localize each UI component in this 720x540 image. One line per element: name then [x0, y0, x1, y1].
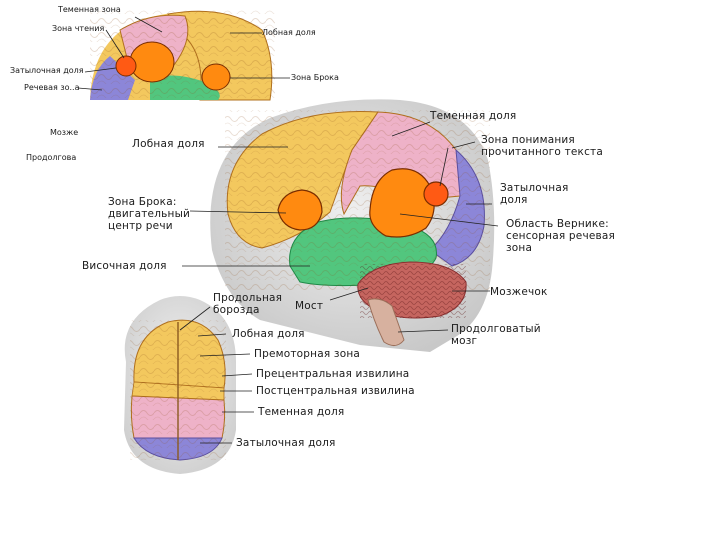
label-topview-precentral-gyrus: Прецентральная извилина [256, 368, 409, 380]
label-main-comprehension-zone-line1: Зона понимания [481, 134, 603, 146]
label-main-frontal-lobe: Лобная доля [132, 138, 205, 150]
label-topview-premotor-zone: Премоторная зона [254, 348, 360, 360]
main-reading-area [424, 182, 448, 206]
label-main-wernicke-line3: зона [506, 242, 615, 254]
label-main-parietal-lobe: Теменная доля [430, 110, 516, 122]
label-main-broca-line1: Зона Брока: [108, 196, 190, 208]
label-main-medulla: Продолговатый мозг [451, 323, 541, 347]
top-wernicke-region [130, 42, 174, 82]
label-main-wernicke-line1: Область Вернике: [506, 218, 615, 230]
label-main-comprehension-zone: Зона понимания прочитанного текста [481, 134, 603, 158]
label-top-occipital-lobe: Затылочная доля [10, 66, 84, 75]
label-topview-fissure-line2: борозда [213, 304, 282, 316]
label-topview-occipital-lobe: Затылочная доля [236, 437, 336, 449]
label-topview-fissure: Продольная борозда [213, 292, 282, 316]
top-view-brain-figure [124, 296, 254, 474]
label-main-wernicke-area: Область Вернике: сенсорная речевая зона [506, 218, 615, 254]
label-main-broca-line2: двигательный [108, 208, 190, 220]
top-reading-region [116, 56, 136, 76]
label-main-temporal-lobe: Височная доля [82, 260, 167, 272]
label-topview-parietal-lobe: Теменная доля [258, 406, 344, 418]
label-main-medulla-line2: мозг [451, 335, 541, 347]
top-brain-folds [90, 10, 275, 100]
label-top-speech-zone: Речевая зо..а [24, 83, 80, 92]
label-main-occipital-lobe: Затылочная доля [500, 182, 569, 206]
label-side-cerebellum: Мозже [50, 128, 78, 137]
label-main-cerebellum: Мозжечок [490, 286, 548, 298]
label-top-reading-zone: Зона чтения [52, 24, 104, 33]
label-side-medulla: Продолгова [26, 153, 76, 162]
top-brain-figure [78, 10, 290, 100]
label-main-broca-line3: центр речи [108, 220, 190, 232]
label-main-wernicke-line2: сенсорная речевая [506, 230, 615, 242]
label-main-occipital-lobe-line2: доля [500, 194, 569, 206]
label-top-parietal-zone: Теменная зона [58, 5, 121, 14]
label-top-frontal-lobe: Лобная доля [262, 28, 316, 37]
label-main-broca-area: Зона Брока: двигательный центр речи [108, 196, 190, 232]
label-topview-fissure-line1: Продольная [213, 292, 282, 304]
label-main-occipital-lobe-line1: Затылочная [500, 182, 569, 194]
label-top-broca-zone: Зона Брока [291, 73, 339, 82]
label-topview-postcentral-gyrus: Постцентральная извилина [256, 385, 415, 397]
top-broca-region [202, 64, 230, 90]
label-topview-frontal-lobe: Лобная доля [232, 328, 305, 340]
label-main-comprehension-zone-line2: прочитанного текста [481, 146, 603, 158]
label-main-medulla-line1: Продолговатый [451, 323, 541, 335]
label-main-pons: Мост [295, 300, 323, 312]
main-brain-folds [225, 110, 490, 290]
